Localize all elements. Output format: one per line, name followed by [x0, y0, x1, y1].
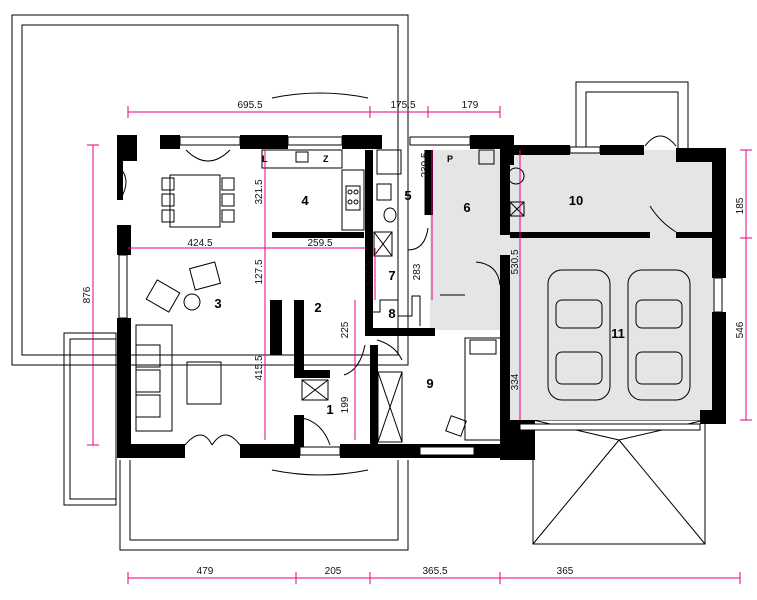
- dim-int-v-9: 334: [510, 373, 521, 390]
- room-label-9: 9: [426, 376, 433, 391]
- room-labels: 3 4 5 6 7 2 8 9 1 10 11: [214, 188, 624, 417]
- dim-right-1: 546: [735, 321, 746, 338]
- appliance-label-l: L: [262, 154, 268, 164]
- dimensions-top: 695.5 175.5 179: [237, 100, 478, 111]
- dimensions-bottom: 479 205 365.5 365: [197, 566, 574, 577]
- room-label-10: 10: [569, 193, 583, 208]
- dim-int-h-0: 424.5: [187, 238, 212, 249]
- appliance-labels: L Z P: [262, 154, 453, 164]
- room-label-1: 1: [326, 402, 333, 417]
- dim-bottom-3: 365: [557, 566, 574, 577]
- room-label-11: 11: [611, 326, 625, 341]
- appliance-label-p: P: [447, 154, 453, 164]
- dim-int-v-3: 239.5: [420, 152, 431, 177]
- room-label-4: 4: [301, 193, 309, 208]
- dim-left-0: 876: [82, 286, 93, 303]
- dim-top-2: 179: [462, 100, 479, 111]
- dim-int-v-7: 283: [412, 263, 423, 280]
- dim-bottom-1: 205: [325, 566, 342, 577]
- windows: [118, 136, 723, 456]
- dimensions-interior-h: 424.5 259.5: [187, 238, 332, 249]
- dim-int-v-5: 225: [340, 321, 351, 338]
- appliance-label-z: Z: [323, 154, 329, 164]
- dim-int-v-4: 107.5: [364, 261, 375, 286]
- dimension-lines: [87, 106, 752, 584]
- room-label-2: 2: [314, 300, 321, 315]
- dim-int-v-0: 321.5: [254, 179, 265, 204]
- shaded-floors: [430, 150, 720, 420]
- dim-top-1: 175.5: [390, 100, 415, 111]
- dim-int-v-8: 530.5: [510, 249, 521, 274]
- dim-int-v-6: 199: [340, 396, 351, 413]
- dim-right-0: 185: [735, 197, 746, 214]
- dim-int-v-1: 127.5: [254, 259, 265, 284]
- dim-int-v-2: 415.5: [254, 355, 265, 380]
- dim-int-h-1: 259.5: [307, 238, 332, 249]
- dim-top-0: 695.5: [237, 100, 262, 111]
- fixtures: [119, 135, 691, 446]
- room-label-6: 6: [463, 200, 470, 215]
- room-label-8: 8: [388, 306, 395, 321]
- dim-bottom-2: 365.5: [422, 566, 447, 577]
- dim-bottom-0: 479: [197, 566, 214, 577]
- room-label-5: 5: [404, 188, 411, 203]
- room-label-3: 3: [214, 296, 221, 311]
- room-label-7: 7: [388, 268, 395, 283]
- dimensions-interior-v: 321.5 127.5 415.5 239.5 107.5 225 199 28…: [254, 152, 521, 413]
